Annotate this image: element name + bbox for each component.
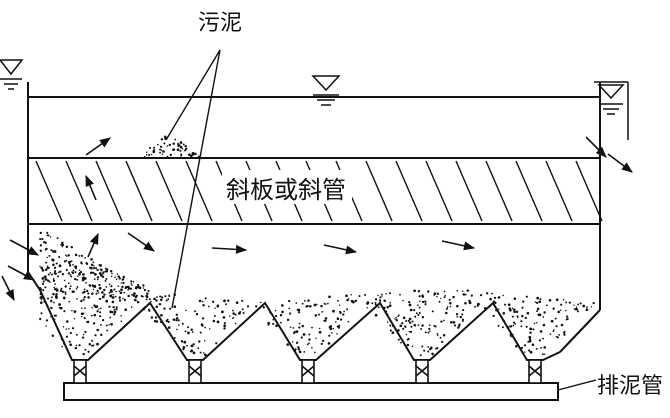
sludge-particles (39, 135, 595, 357)
plate-line (365, 160, 393, 222)
valve-mark (415, 365, 429, 377)
valve-mark (73, 365, 87, 377)
plate-line (125, 160, 153, 222)
plates-label: 斜板或斜管 (226, 176, 346, 204)
plate-line (395, 160, 423, 222)
plate-line (155, 160, 183, 222)
plate-line (65, 160, 93, 222)
plate-line (485, 160, 513, 222)
plates-label-bg (222, 170, 352, 204)
plate-line (185, 160, 213, 222)
plate-line (425, 160, 453, 222)
valve-mark (301, 365, 315, 377)
drain-pipe-label: 排泥管 (597, 374, 663, 399)
tank-walls (27, 82, 601, 353)
water-level-icon (0, 59, 629, 140)
plate-line (455, 160, 483, 222)
plate-line (575, 160, 603, 222)
plate-line (35, 160, 63, 222)
plate-line (95, 160, 123, 222)
valve-mark (528, 365, 542, 377)
sludge-leader-lines (165, 49, 597, 391)
sludge-label: 污泥 (198, 11, 242, 36)
drain-valves (73, 359, 542, 384)
drain-pipe (63, 382, 559, 401)
valve-mark (188, 365, 202, 377)
plate-line (545, 160, 573, 222)
plate-line (515, 160, 543, 222)
flow-arrows (1, 136, 633, 302)
